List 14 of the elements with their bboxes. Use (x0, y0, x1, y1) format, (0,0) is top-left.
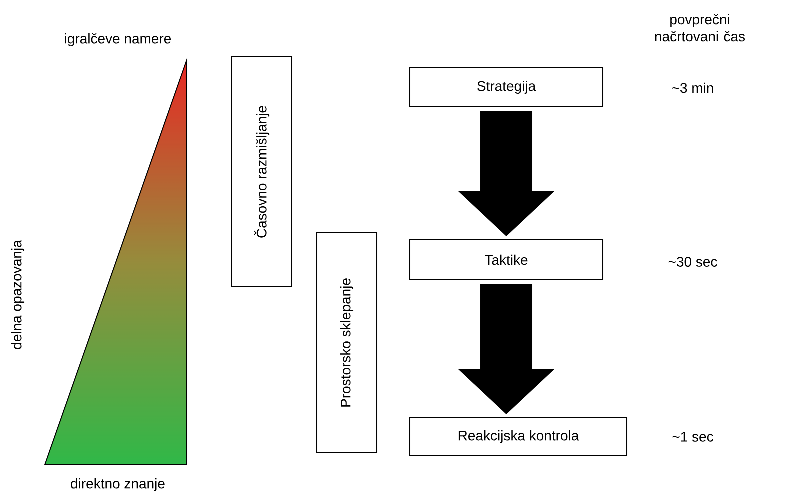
text-label: delna opazovanja (11, 240, 25, 350)
block-arrow (458, 284, 554, 414)
block-arrow (458, 112, 554, 236)
text-label: direktno znanje (71, 478, 165, 492)
vertical-box: Prostorsko sklepanje (316, 232, 378, 454)
text-label: ~30 sec (668, 257, 718, 267)
text-label: ~1 sec (672, 432, 714, 442)
process-box: Taktike (410, 240, 604, 280)
process-box: Reakcijska kontrola (410, 418, 628, 456)
process-box: Strategija (410, 68, 604, 108)
text-label: igralčeve namere (65, 33, 172, 47)
vertical-box: Časovno razmišljanje (232, 56, 292, 288)
text-label: povprečni načrtovani čas (655, 14, 745, 42)
text-label: ~3 min (672, 82, 714, 94)
